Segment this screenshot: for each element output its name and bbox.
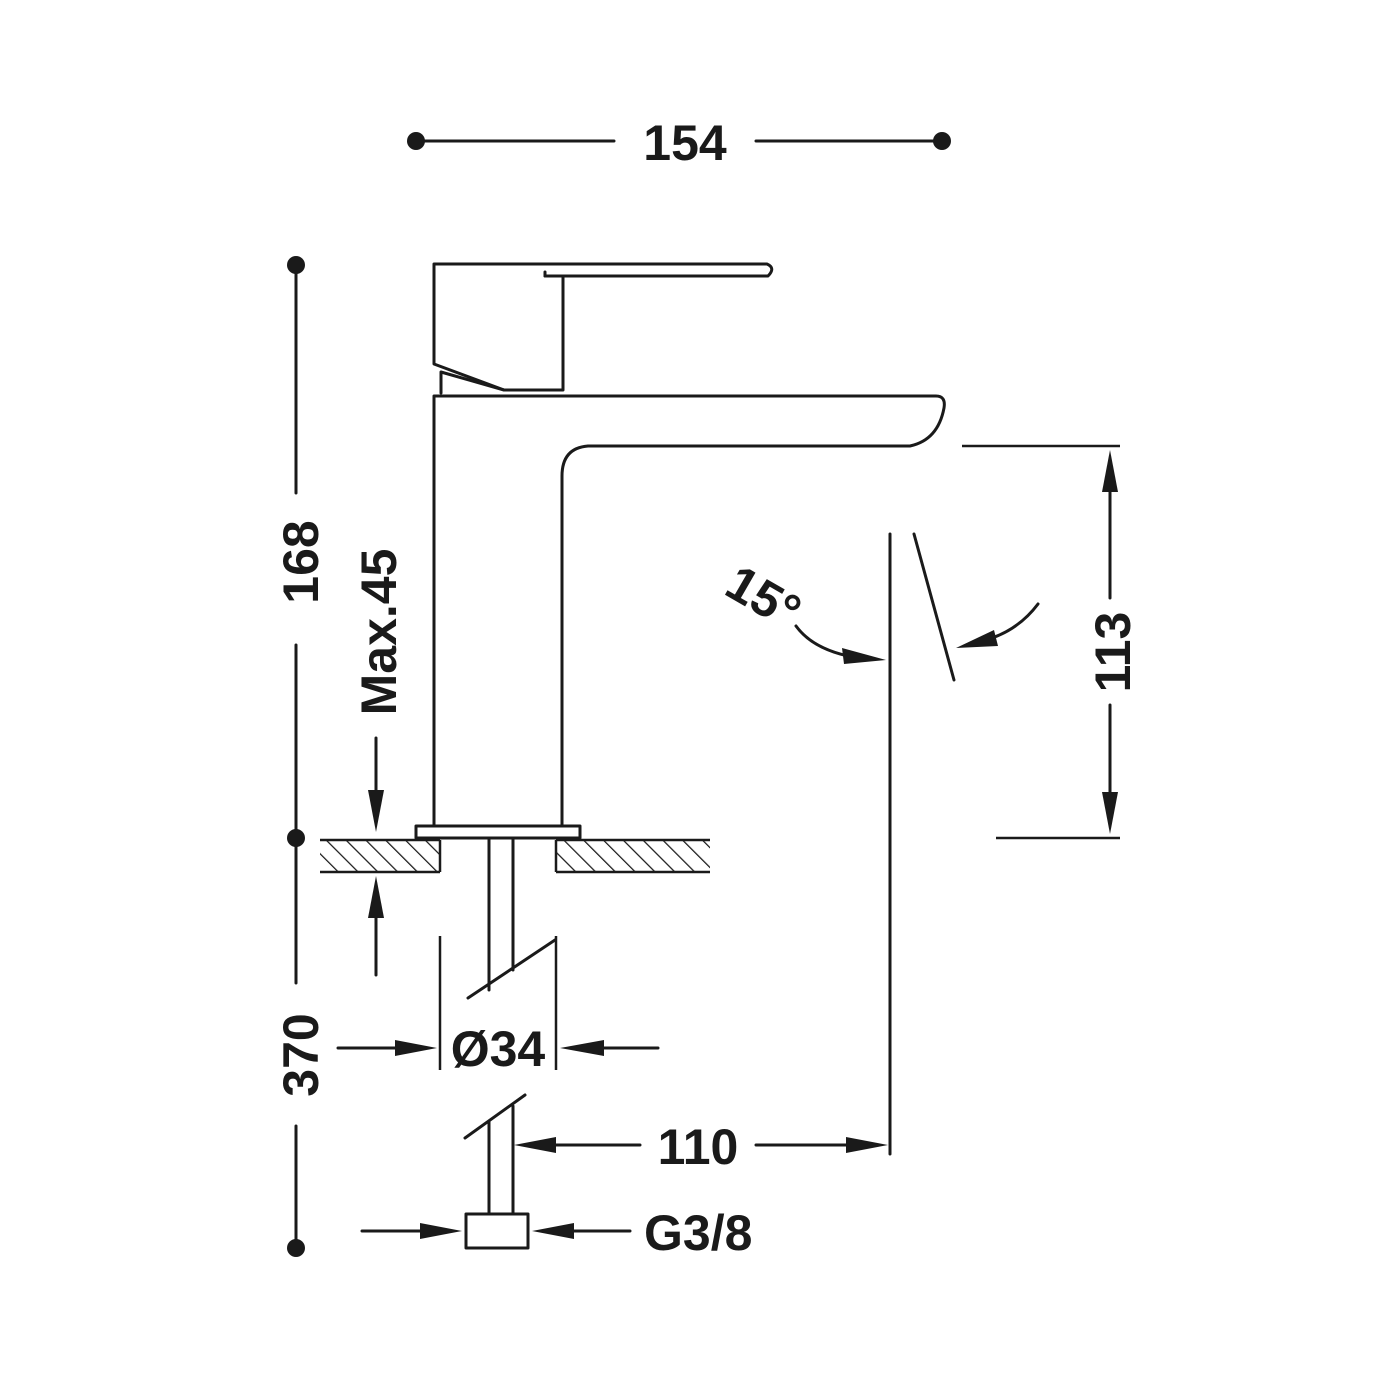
lever-handle-base — [439, 370, 506, 395]
spout-height-label: 113 — [1085, 612, 1141, 693]
spout-height-arrow-up — [1102, 450, 1118, 492]
lever-handle — [432, 262, 774, 392]
width-dim-label: 154 — [643, 115, 727, 171]
hole-diameter-label: Ø34 — [451, 1021, 546, 1077]
countertop-left-hatch — [320, 840, 440, 872]
countertop — [320, 838, 710, 874]
base-flange — [414, 824, 582, 840]
reach-label: 110 — [658, 1119, 739, 1175]
height-dim-label: 168 — [273, 520, 329, 603]
below-dim-label: 370 — [273, 1013, 329, 1096]
pipe-break-bottom — [463, 1093, 527, 1140]
counter-thickness-arrow-up — [368, 876, 384, 918]
width-dimension: 154 — [407, 115, 951, 171]
thread-arrow-left — [420, 1223, 462, 1239]
angle-arc-right — [990, 602, 1040, 640]
countertop-right-hatch — [556, 840, 710, 872]
counter-thickness-label: Max.45 — [351, 549, 407, 716]
width-dim-end-dot — [933, 132, 951, 150]
thread-dimension: G3/8 — [360, 1205, 752, 1261]
spout-axis-tilted — [912, 532, 956, 682]
thread-label: G3/8 — [644, 1205, 752, 1261]
spout-height-arrow-down — [1102, 792, 1118, 834]
angle-arrow-left — [842, 648, 886, 664]
reach-arrow-left — [514, 1137, 556, 1153]
hole-dim-arrow-left — [395, 1040, 437, 1056]
below-counter-dimension: 370 — [273, 836, 329, 1257]
spout-height-dimension: 113 — [962, 444, 1141, 840]
reach-arrow-right — [846, 1137, 888, 1153]
pipe-break-top — [466, 938, 557, 1000]
reach-dimension: 110 — [514, 1119, 888, 1175]
tilt-angle-dimension: 15° — [717, 532, 1040, 1156]
angle-arc-left — [794, 624, 850, 658]
counter-thickness-arrow-down — [368, 790, 384, 832]
faucet-body — [414, 262, 946, 1250]
counter-thickness-dimension: Max.45 — [351, 549, 407, 977]
height-dimension: 168 — [273, 256, 329, 847]
spout-body — [432, 394, 946, 828]
thread-arrow-right — [532, 1223, 574, 1239]
angle-arrow-right — [956, 630, 998, 648]
hole-diameter-dimension: Ø34 — [336, 936, 660, 1077]
hole-dim-arrow-right — [560, 1040, 604, 1056]
below-dim-bottom-dot — [287, 1239, 305, 1257]
pipe-connector — [464, 1212, 530, 1250]
